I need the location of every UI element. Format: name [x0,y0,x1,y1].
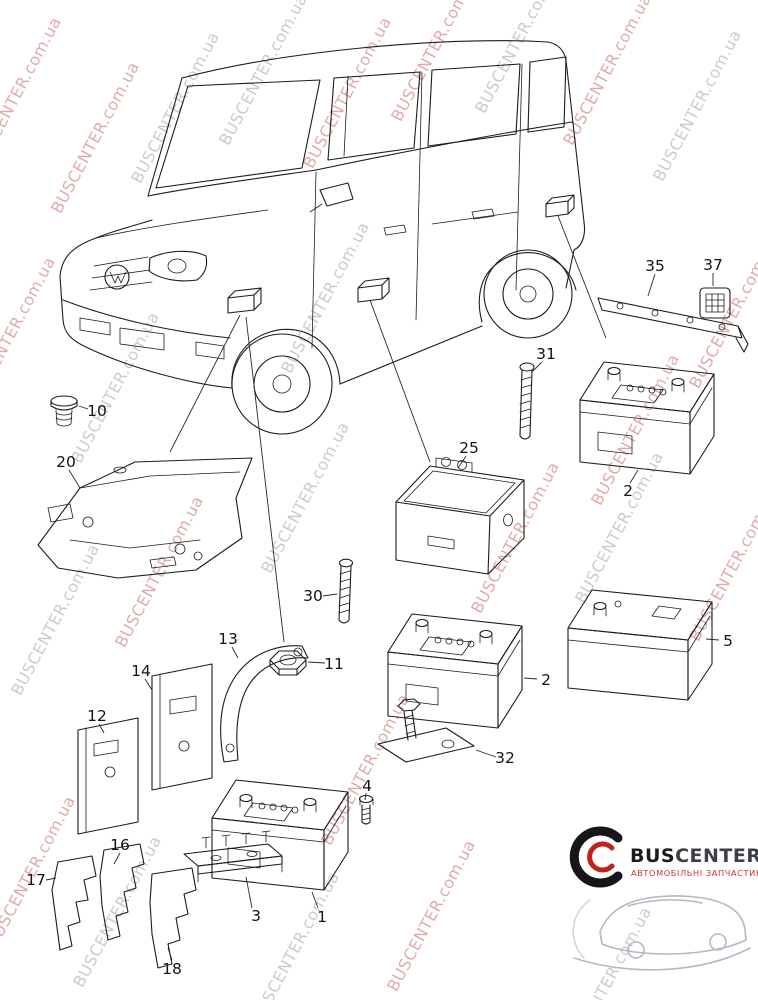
part-2b-battery [387,613,523,729]
part-13-bracket [220,645,309,763]
part-label-5: 5 [723,632,733,650]
watermark-text: BUSCENTER.com.ua [0,13,65,171]
watermark-text: BUSCENTER.com.ua [387,0,483,124]
logo-b-mark [569,826,623,888]
battery-location-rear [545,194,575,218]
part-label-17: 17 [26,871,46,889]
part-label-32: 32 [495,749,515,767]
logo-wordmark: BUSCENTER [630,845,758,867]
part-label-35: 35 [645,257,665,275]
part-label-18: 18 [162,960,182,978]
part-14-mounting-plate [151,663,213,791]
part-label-3: 3 [251,907,261,925]
callout-leaders [45,273,720,961]
part-label-11: 11 [324,655,344,673]
part-35-mounting-strip [597,297,749,353]
watermark-text: BUSCENTER.com.ua [383,836,479,994]
part-12-mounting-plate [77,717,139,835]
logo-tagline: АВТОМОБІЛЬНІ ЗАПЧАСТИНИ [631,868,758,878]
van-illustration [59,40,586,435]
watermark-text: BUSCENTER.com.ua [467,458,563,616]
watermark-text: BUSCENTER.com.ua [649,26,745,184]
watermark-text: BUSCENTER.com.ua [471,0,567,116]
part-label-10: 10 [87,402,107,420]
part-label-25: 25 [459,439,479,457]
part-label-2a: 2 [623,482,633,500]
part-18-insulation [149,867,197,969]
watermark-text: BUSCENTER.com.ua [47,58,143,216]
part-label-4: 4 [362,777,372,795]
watermark-text: BUSCENTER.com.ua [559,903,655,1000]
logo-center: CENTER [675,845,758,867]
part-label-30: 30 [303,587,323,605]
part-label-37: 37 [703,256,723,274]
part-32-terminal-bracket [377,698,475,763]
leader-lines [169,215,607,643]
part-5-battery [567,589,713,701]
part-label-16: 16 [110,836,130,854]
part-1-battery [211,779,349,891]
watermark-text: BUSCENTER.com.ua [277,218,373,376]
part-10-grommet [50,395,78,427]
part-3-clamping-strip [183,830,283,883]
part-label-20: 20 [56,453,76,471]
part-label-13: 13 [218,630,238,648]
watermark-text: BUSCENTER.com.ua [0,253,59,411]
callout-labels: 10 20 35 37 31 2 25 30 2 5 11 13 14 12 3… [26,256,733,978]
watermark-text: BUSCENTER.com.ua [257,418,353,576]
part-label-12: 12 [87,707,107,725]
logo-c-mark [587,841,615,873]
watermark-text: BUSCENTER.com.ua [685,486,758,644]
watermark-text: BUSCENTER.com.ua [317,690,413,848]
part-label-1: 1 [317,908,327,926]
battery-location-middle [357,277,390,303]
watermark-text: BUSCENTER.com.ua [127,28,223,186]
watermark-text: BUSCENTER.com.ua [111,492,207,650]
part-label-2b: 2 [541,671,551,689]
part-17-insulation [51,855,97,951]
part-37-spacer-block [699,287,731,319]
part-25-battery-tray [395,457,525,575]
brand-logo: BUSCENTER АВТОМОБІЛЬНІ ЗАПЧАСТИНИ [569,826,758,971]
battery-location-front [227,287,262,314]
part-16-insulation [99,843,145,941]
part-label-31: 31 [536,345,556,363]
logo-van-sketch [572,895,751,971]
part-31-bolt [519,362,535,440]
logo-bus: BUS [630,845,675,867]
part-30-bolt [338,558,354,624]
watermark-text: BUSCENTER.com.ua [247,868,343,1000]
part-2a-battery [579,361,715,475]
watermark-text: BUSCENTER.com.ua [215,0,311,148]
part-20-underbody-panel [37,457,253,579]
part-4-bolt [358,794,374,825]
part-label-14: 14 [131,662,151,680]
